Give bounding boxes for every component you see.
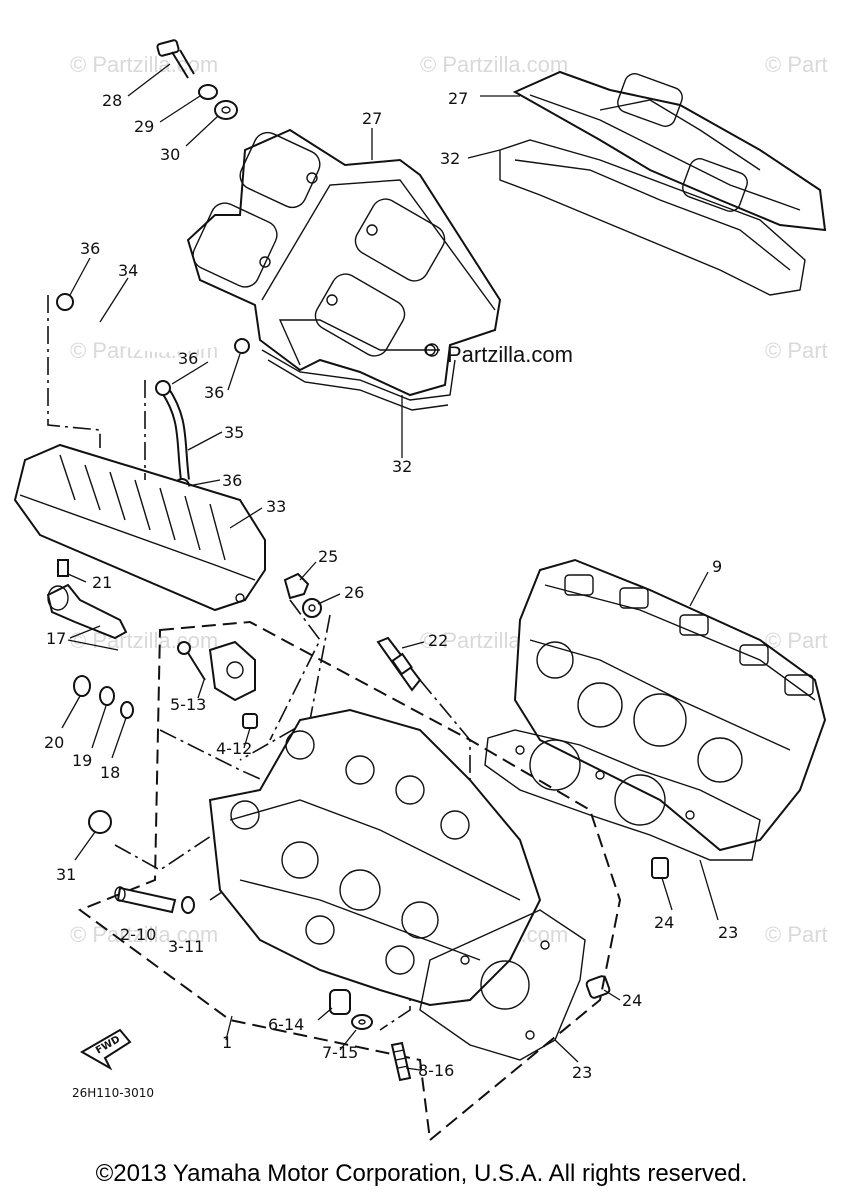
callout-5-13: 5-13	[170, 695, 206, 714]
callout-3-11: 3-11	[168, 937, 204, 956]
callout-28: 28	[102, 91, 122, 110]
cylinder-head-9	[513, 558, 827, 852]
callout-17: 17	[46, 629, 66, 648]
watermark: © Part	[765, 52, 828, 77]
diagram-code: 26H110-3010	[72, 1086, 154, 1100]
callout-34: 34	[118, 261, 138, 280]
callout-32: 32	[440, 149, 460, 168]
callout-23: 23	[718, 923, 738, 942]
callout-27: 27	[362, 109, 382, 128]
callout-25: 25	[318, 547, 338, 566]
callout-21: 21	[92, 573, 112, 592]
cylinder-head-cover-27	[186, 128, 502, 397]
cylinder-head-1	[77, 620, 622, 1142]
callout-32: 32	[392, 457, 412, 476]
guides-and-fasteners	[114, 886, 412, 1082]
fitting-17-21	[46, 559, 128, 640]
callout-35: 35	[224, 423, 244, 442]
callout-9: 9	[712, 557, 722, 576]
watermark: © Part	[765, 338, 828, 363]
callout-6-14: 6-14	[268, 1015, 304, 1034]
callout-36: 36	[178, 349, 198, 368]
breather-hoses	[56, 293, 250, 494]
callout-33: 33	[266, 497, 286, 516]
nuts-25-26	[283, 572, 322, 618]
o-rings-18-20	[73, 675, 134, 719]
watermark: © Part	[765, 922, 828, 947]
watermark: © Part	[765, 628, 828, 653]
callout-36: 36	[222, 471, 242, 490]
callout-26: 26	[344, 583, 364, 602]
callout-22: 22	[428, 631, 448, 650]
dowel-24	[651, 857, 669, 879]
leader-lines	[61, 63, 719, 1071]
callout-36: 36	[204, 383, 224, 402]
callout-29: 29	[134, 117, 154, 136]
callout-1: 1	[222, 1033, 232, 1052]
callout-4-12: 4-12	[216, 739, 252, 758]
bolt-washers-28-30	[156, 39, 238, 120]
watermark: © Partzilla.com	[70, 628, 218, 653]
callout-8-16: 8-16	[418, 1061, 454, 1080]
callout-20: 20	[44, 733, 64, 752]
callout-7-15: 7-15	[322, 1043, 358, 1062]
callout-2-10: 2-10	[120, 925, 156, 944]
callout-19: 19	[72, 751, 92, 770]
cylinder-head-cover-27-right	[512, 70, 827, 232]
callout-30: 30	[160, 145, 180, 164]
callout-27: 27	[448, 89, 468, 108]
copyright-notice: ©2013 Yamaha Motor Corporation, U.S.A. A…	[95, 1160, 748, 1187]
watermark: © Partzilla.com	[70, 922, 218, 947]
plug-31	[88, 810, 112, 834]
callouts: 28 29 30 27 27 32 36 34 36 36 35 36 32 3…	[44, 89, 738, 1082]
callout-23: 23	[572, 1063, 592, 1082]
spark-plug-22	[376, 636, 422, 692]
cover-gasket-32-right	[499, 139, 806, 296]
cover-gasket-32-left	[261, 349, 456, 411]
watermark: © Partzilla.com	[70, 52, 218, 77]
callout-24: 24	[654, 913, 674, 932]
brand-mark: Partzilla.com	[447, 342, 573, 367]
dowel-24	[585, 975, 611, 999]
head-gasket-23-right	[484, 729, 761, 861]
callout-31: 31	[56, 865, 76, 884]
camshaft-parts-4-5	[177, 640, 258, 729]
callout-18: 18	[100, 763, 120, 782]
callout-36: 36	[80, 239, 100, 258]
watermark: © Partzilla.com	[420, 52, 568, 77]
callout-24: 24	[622, 991, 642, 1010]
air-cover-33	[13, 443, 266, 612]
forward-arrow-icon: FWD	[79, 1028, 132, 1071]
